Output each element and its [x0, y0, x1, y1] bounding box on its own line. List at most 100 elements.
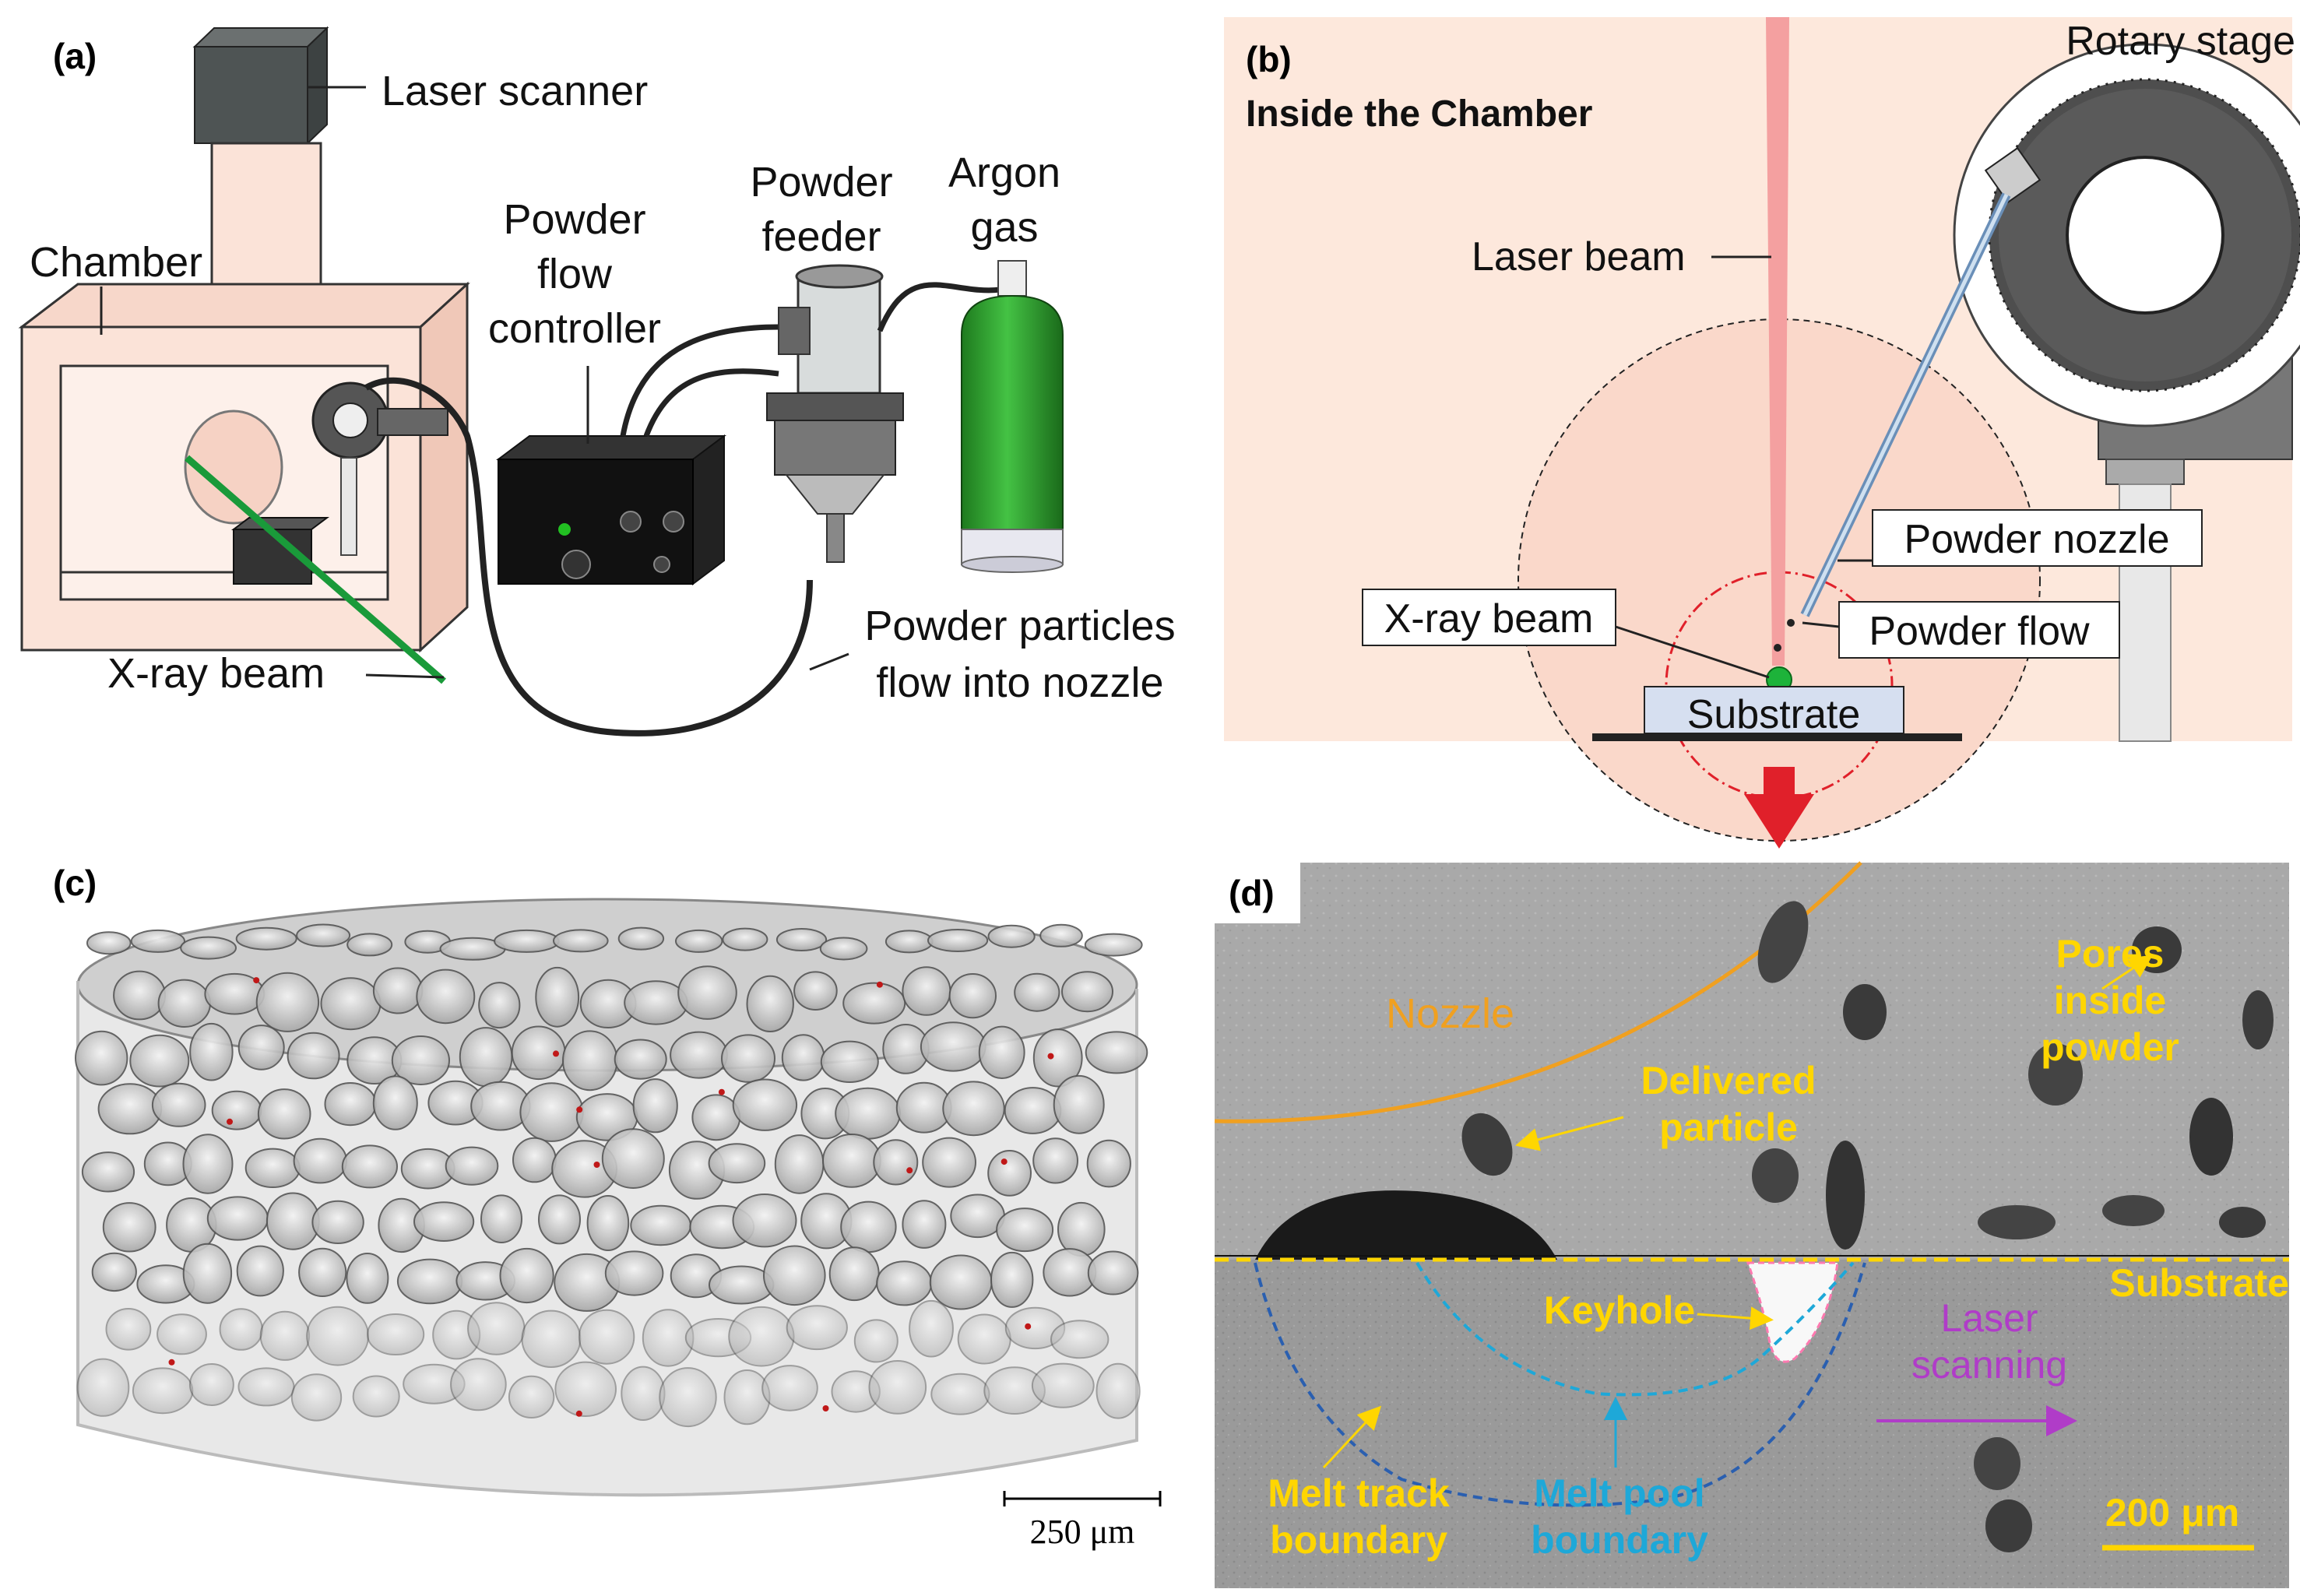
- powder-grain: [746, 975, 794, 1033]
- powder-grain: [1004, 1087, 1062, 1134]
- powder-grain: [721, 1034, 775, 1083]
- powder-grain: [255, 972, 320, 1032]
- powder-grain: [445, 1146, 499, 1186]
- powder-grain: [820, 1040, 879, 1084]
- powder-grains: [75, 923, 1148, 1428]
- pore-dot: [168, 1359, 175, 1366]
- powder-grain: [909, 1299, 954, 1358]
- powder-grain: [775, 928, 828, 951]
- powder-grain: [105, 1308, 152, 1351]
- powder-grain: [235, 926, 297, 951]
- powder-grain: [97, 1083, 163, 1135]
- powder-grain: [189, 1022, 234, 1081]
- scale-bar-d-label: 200 μm: [2105, 1491, 2239, 1534]
- powder-grain: [81, 1151, 135, 1193]
- powder-grain: [728, 1306, 795, 1367]
- powder-grain: [372, 1075, 418, 1130]
- melt-pool-boundary-curve: [1416, 1261, 1855, 1397]
- pore-dot: [1025, 1323, 1032, 1330]
- controller-label-2: flow: [537, 251, 613, 297]
- pore-dot: [822, 1405, 829, 1411]
- melt-track-arrow: [1322, 1405, 1382, 1469]
- powder-grain: [987, 924, 1036, 948]
- powder-grain: [868, 1360, 927, 1415]
- powder-grain: [920, 1021, 986, 1072]
- powder-grain: [677, 965, 737, 1020]
- powder-grain: [990, 1251, 1034, 1308]
- powder-grain: [157, 979, 212, 1028]
- powder-grain: [604, 1250, 664, 1296]
- powder-grain: [290, 1373, 343, 1422]
- powder-grain: [1061, 971, 1113, 1013]
- powder-grain: [367, 1313, 425, 1355]
- powder-grain: [499, 1247, 554, 1304]
- pore-dot: [906, 1167, 913, 1174]
- powder-grain: [346, 933, 393, 957]
- powder-particle-1: [1774, 644, 1781, 652]
- xray-beam-b-leader: [1615, 625, 1770, 679]
- powder-grain: [521, 1309, 582, 1369]
- particles-leader: [809, 652, 849, 671]
- powder-grain: [180, 936, 237, 960]
- argon-cylinder-icon: [961, 260, 1064, 573]
- powder-grain: [341, 1144, 398, 1189]
- powder-grain: [156, 1313, 207, 1355]
- keyhole-label: Keyhole: [1544, 1288, 1696, 1332]
- powder-grain: [189, 1363, 234, 1406]
- powder-grain: [1086, 1139, 1131, 1188]
- powder-grain: [621, 1366, 666, 1422]
- powder-grain: [91, 1252, 137, 1292]
- powder-grain: [298, 1247, 347, 1298]
- particles-label-2: flow into nozzle: [876, 659, 1163, 706]
- melt-track-label-2: boundary: [1270, 1518, 1447, 1562]
- powder-grain: [237, 1025, 285, 1070]
- powder-grain: [942, 1081, 1005, 1137]
- powder-grain: [853, 1319, 899, 1363]
- pore-dot: [1001, 1158, 1008, 1165]
- substrate-base: [1592, 733, 1962, 741]
- keyhole-shape: [1746, 1261, 1839, 1363]
- powder-grain: [978, 1025, 1025, 1080]
- powder-grain: [129, 1034, 190, 1088]
- pore-dot: [576, 1106, 583, 1113]
- melt-pool-label-1: Melt pool: [1534, 1471, 1704, 1515]
- powder-grain: [287, 1032, 340, 1080]
- powder-grain: [761, 1365, 818, 1411]
- substrate-d-label: Substrate: [2109, 1261, 2289, 1305]
- powder-grain: [76, 1358, 130, 1417]
- controller-label-1: Powder: [503, 196, 645, 243]
- powder-grain: [113, 970, 167, 1021]
- xray-leader: [365, 673, 445, 679]
- powder-grain: [236, 1245, 284, 1297]
- powder-grain: [708, 1143, 766, 1184]
- powder-grain: [102, 1202, 156, 1253]
- powder-grain: [554, 1361, 617, 1418]
- powder-grain: [987, 1150, 1032, 1197]
- pores-label-3: powder: [2041, 1025, 2179, 1069]
- panel-b-title: Inside the Chamber: [1246, 93, 1592, 135]
- powder-grain: [1084, 933, 1143, 957]
- powder-grain: [259, 1310, 311, 1361]
- powder-grain: [930, 1373, 990, 1415]
- xray-beam-b-box: [1362, 589, 1616, 646]
- pores-label-2: inside: [2054, 979, 2166, 1022]
- laser-scanning-label-2: scanning: [1911, 1343, 2067, 1387]
- powder-grain: [624, 980, 688, 1025]
- powder-grain: [617, 926, 665, 951]
- panel-d-letter: (d): [1229, 873, 1275, 913]
- delivered-label-1: Delivered: [1641, 1059, 1816, 1102]
- powder-grain: [670, 1031, 728, 1079]
- powder-grain: [1085, 1031, 1148, 1074]
- panel-b: (b) Inside the Chamber Laser beam Rotary…: [1224, 17, 2300, 842]
- powder-grain: [828, 1246, 880, 1302]
- powder-grain: [459, 1027, 513, 1088]
- argon-label-2: gas: [970, 204, 1038, 251]
- powder-grain: [873, 1139, 919, 1186]
- powder-grain: [320, 977, 382, 1031]
- powder-grain: [372, 967, 424, 1014]
- powder-grain: [632, 1078, 678, 1134]
- powder-grain: [562, 1030, 618, 1092]
- powder-nozzle-box: [1872, 509, 2203, 567]
- powder-grain: [1032, 1028, 1083, 1088]
- powder-grain: [586, 1195, 630, 1251]
